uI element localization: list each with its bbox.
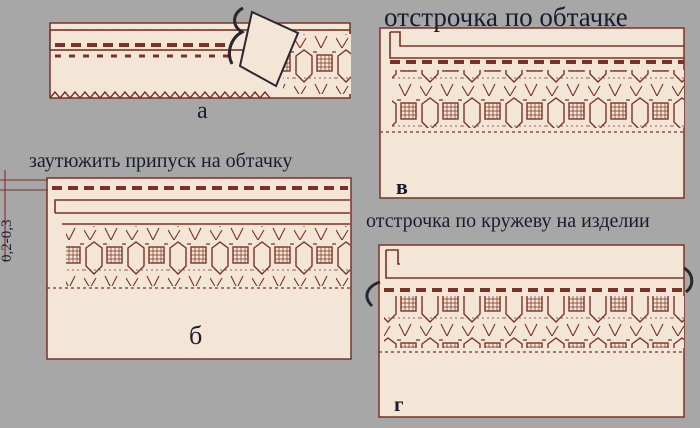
panel-v-facing	[389, 31, 684, 59]
panel-g-curl-left	[365, 280, 381, 308]
dimension-label: 0,2-0,3	[0, 219, 15, 263]
panel-v	[379, 27, 685, 199]
panel-b-lace-band	[66, 226, 350, 286]
caption-v: отстрочка по обтачке	[384, 2, 628, 32]
panel-b-letter: б	[189, 321, 203, 350]
panel-b	[0, 170, 352, 360]
panel-a-fold-curl	[227, 6, 246, 65]
panel-a	[49, 6, 351, 100]
panel-g-curl-right	[683, 266, 694, 294]
panel-g-letter: г	[394, 392, 404, 416]
panel-g	[365, 244, 694, 418]
panel-a-scallop-edge	[49, 90, 271, 100]
panel-a-folded-corner	[238, 10, 300, 88]
caption-g: отстрочка по кружеву на изделии	[366, 210, 650, 232]
panel-v-lace-band	[392, 70, 684, 128]
panel-b-facing-fold	[54, 199, 350, 225]
panel-v-letter: в	[396, 174, 408, 199]
caption-b: заутюжить припуск на обтачку	[29, 150, 293, 172]
panel-g-lace-band	[384, 296, 684, 348]
panel-g-facing	[385, 249, 684, 279]
panel-b-dimension-marker	[0, 170, 48, 262]
panel-a-letter: а	[197, 98, 208, 124]
